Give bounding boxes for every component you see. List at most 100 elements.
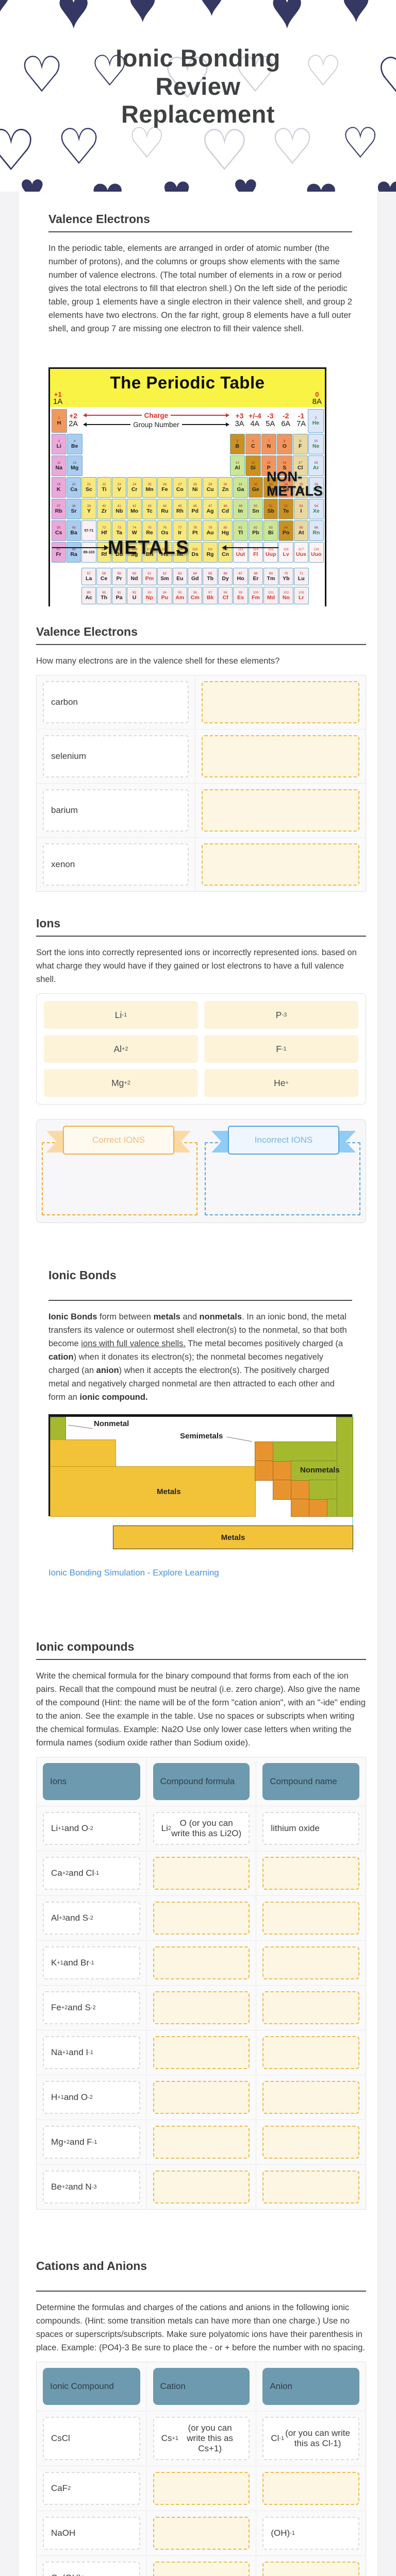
semimetal-cell: [291, 1480, 310, 1500]
answer-box[interactable]: [153, 2517, 250, 2550]
nonmetal-label: Nonmetal: [94, 1419, 129, 1428]
answer-box[interactable]: [153, 1857, 250, 1890]
heart-icon: ♡: [162, 47, 213, 110]
answer-box[interactable]: [153, 2562, 250, 2576]
figure-top-border: [48, 1414, 352, 1417]
ion-tile[interactable]: He+: [204, 1069, 358, 1097]
prompt-box: Ca+2 and Cl-1: [43, 1857, 140, 1890]
answer-box[interactable]: [262, 2126, 359, 2159]
nonmetals-right-column: [336, 1417, 353, 1517]
simulation-link[interactable]: Ionic Bonding Simulation - Explore Learn…: [48, 1568, 219, 1578]
ion-tile[interactable]: Mg+2: [44, 1069, 198, 1097]
answer-box[interactable]: [153, 1946, 250, 1979]
prompt-box: CsCl: [43, 2417, 140, 2460]
column-header: Compound formula: [153, 1763, 250, 1800]
incorrect-ions-ribbon: Incorrect IONS: [211, 1126, 356, 1155]
metals-main-block: [50, 1466, 256, 1517]
answer-box[interactable]: [153, 1902, 250, 1935]
ion-tile[interactable]: P-3: [204, 1001, 358, 1029]
ion-tile[interactable]: Al+2: [44, 1035, 198, 1063]
table-row: xenon: [37, 837, 366, 891]
title-banner: ♥♥♥♥♥♥♡♡♡♡♡♡♡♡♡♡♡♡♥♥♥♥♥♥ Ionic Bonding R…: [0, 0, 396, 192]
answer-box[interactable]: [262, 2171, 359, 2204]
heart-icon: ♡: [0, 119, 37, 182]
ion-tile[interactable]: Li-1: [44, 1001, 198, 1029]
table-row: Be+2 and N-3: [37, 2164, 366, 2209]
answer-box[interactable]: [153, 2126, 250, 2159]
answer-box[interactable]: [153, 2472, 250, 2505]
answer-box[interactable]: [262, 2081, 359, 2114]
heart-icon: ♥: [233, 165, 258, 192]
table-row: barium: [37, 783, 366, 837]
prompt-box: Mg+2 and F-1: [43, 2126, 140, 2159]
section-ionic-compounds: Ionic compounds Write the chemical formu…: [19, 1640, 377, 2210]
semimetal-cell: [255, 1461, 274, 1481]
ionic-bonds-paragraph: Ionic Bonds form between metals and nonm…: [48, 1312, 347, 1402]
answer-box[interactable]: [153, 2171, 250, 2204]
correct-ions-ribbon: Correct IONS: [46, 1126, 191, 1155]
metals-arrow-right: [222, 545, 278, 550]
answer-box[interactable]: [262, 1991, 359, 2024]
answer-box[interactable]: [262, 1857, 359, 1890]
answer-box[interactable]: [153, 2081, 250, 2114]
table-row: Fe+2 and S-2: [37, 1985, 366, 2030]
heart-icon: ♥: [162, 168, 191, 192]
answer-box[interactable]: [262, 2036, 359, 2069]
prompt-box: barium: [43, 789, 189, 832]
hydrogen-nonmetal-cell: [50, 1417, 66, 1440]
answer-box[interactable]: [262, 1902, 359, 1935]
answer-box[interactable]: [153, 1991, 250, 2024]
answer-box[interactable]: [201, 789, 359, 832]
prompt-box: carbon: [43, 681, 189, 723]
answer-box[interactable]: [201, 735, 359, 777]
ion-tile[interactable]: F-1: [204, 1035, 358, 1063]
section-title: Cations and Anions: [36, 2259, 147, 2273]
answer-box[interactable]: [262, 2562, 359, 2576]
heart-icon: ♡: [270, 120, 315, 175]
semimetal-cell: [273, 1461, 292, 1481]
group-1a-label: +1 1A: [53, 390, 63, 406]
answer-box[interactable]: [153, 2036, 250, 2069]
table-row: Na+1 and I-1: [37, 2030, 366, 2075]
heart-icon: ♥: [0, 0, 11, 23]
semimetal-cell: [291, 1499, 310, 1517]
prompt-box: Be+2 and N-3: [43, 2171, 140, 2204]
column-header: Anion: [262, 2368, 359, 2405]
metals-nonmetals-figure: Nonmetal Semimetals Nonmetals Metals Met…: [48, 1414, 353, 1552]
answer-box[interactable]: [201, 843, 359, 886]
answer-box[interactable]: [201, 681, 359, 723]
correct-ions-label: Correct IONS: [63, 1126, 174, 1155]
answer-box[interactable]: [262, 1946, 359, 1979]
answer-box[interactable]: [262, 2472, 359, 2505]
prompt-box: xenon: [43, 843, 189, 886]
nonmetals-label: Nonmetals: [300, 1466, 340, 1475]
